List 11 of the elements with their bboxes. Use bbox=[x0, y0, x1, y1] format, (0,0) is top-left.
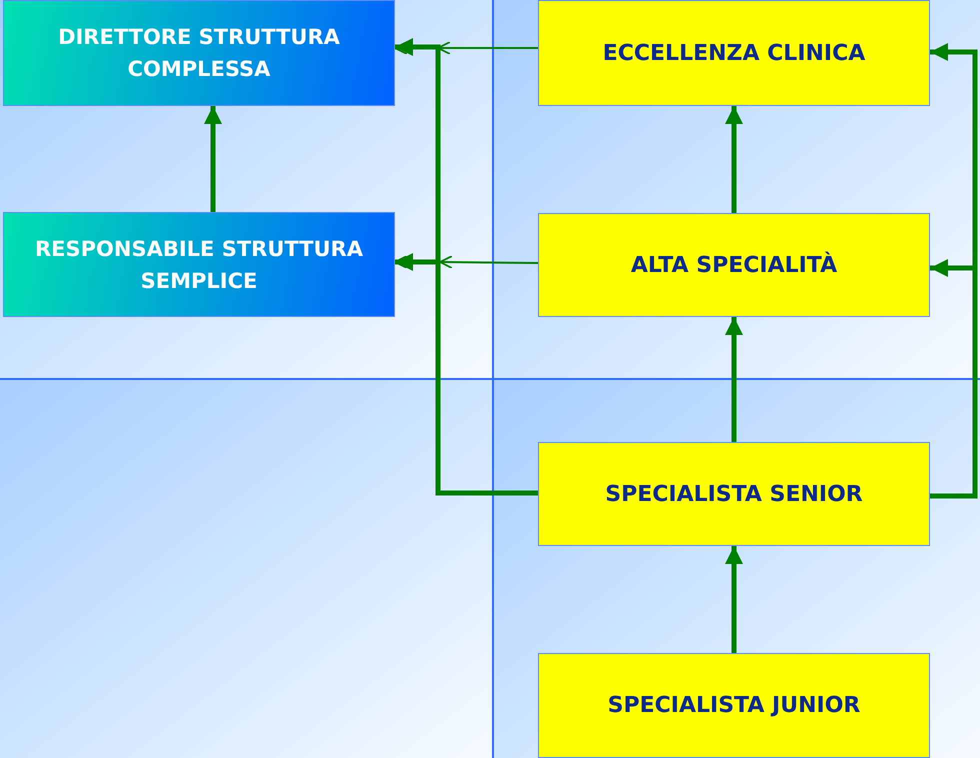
role-box: SPECIALISTA SENIOR bbox=[538, 442, 930, 546]
role-box: ALTA SPECIALITÀ bbox=[538, 213, 930, 317]
role-box: DIRETTORE STRUTTURA COMPLESSA bbox=[3, 0, 395, 106]
role-box: ECCELLENZA CLINICA bbox=[538, 0, 930, 106]
arrow bbox=[395, 42, 538, 54]
arrow bbox=[725, 317, 743, 442]
arrow bbox=[204, 106, 222, 212]
role-box: SPECIALISTA JUNIOR bbox=[538, 653, 930, 758]
arrow bbox=[725, 546, 743, 653]
arrow bbox=[725, 106, 743, 213]
role-box: RESPONSABILE STRUTTURA SEMPLICE bbox=[3, 212, 395, 317]
